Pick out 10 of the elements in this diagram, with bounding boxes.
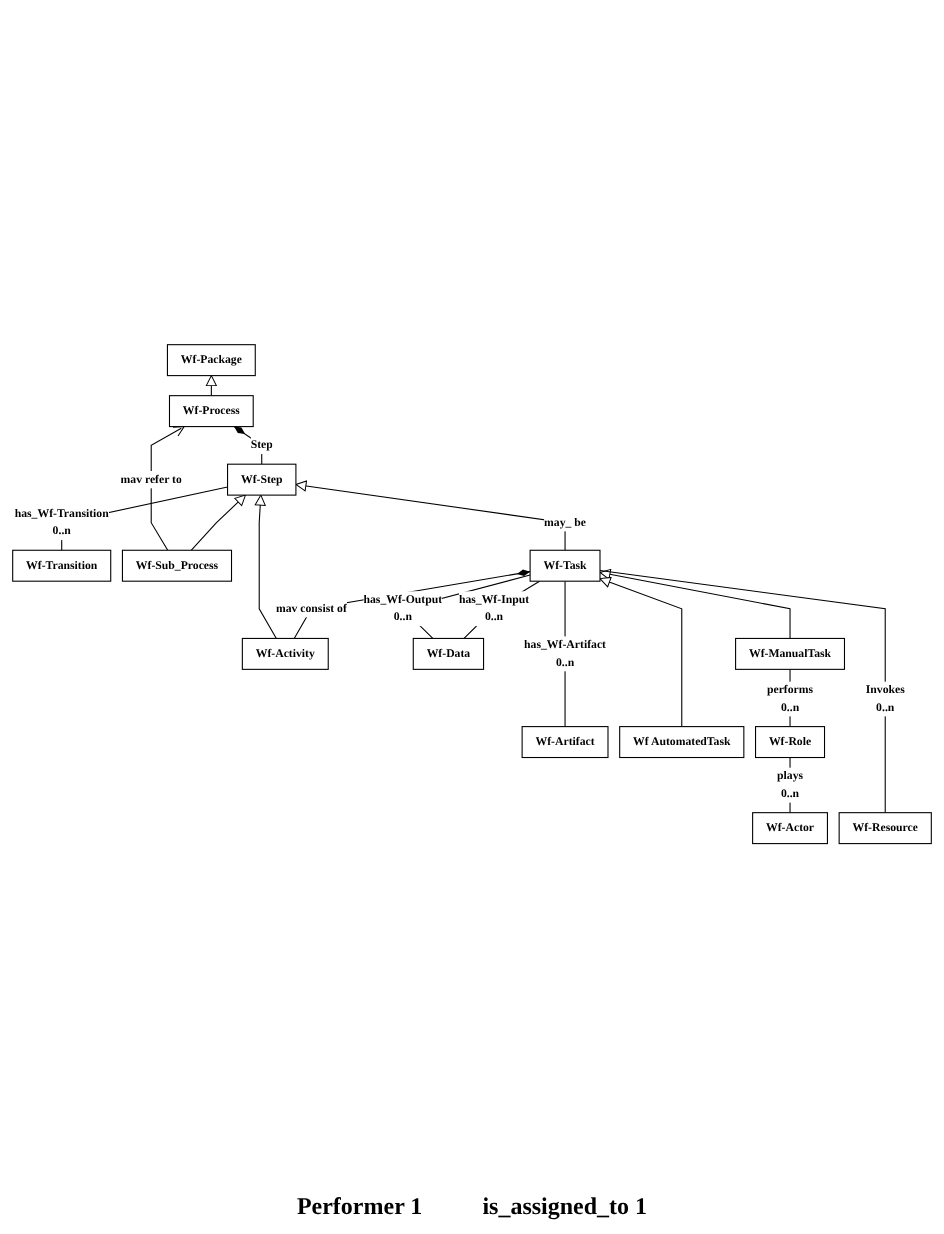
arrow	[190, 494, 246, 551]
connector	[789, 668, 791, 727]
association-label: is_assigned_to 1	[482, 1192, 648, 1222]
arrow	[599, 568, 791, 639]
arrow	[254, 494, 277, 639]
arrow	[205, 374, 217, 397]
arrow	[599, 576, 683, 727]
arrow	[150, 425, 185, 551]
association-label: Performer 1	[296, 1192, 423, 1222]
arrow	[295, 480, 566, 551]
